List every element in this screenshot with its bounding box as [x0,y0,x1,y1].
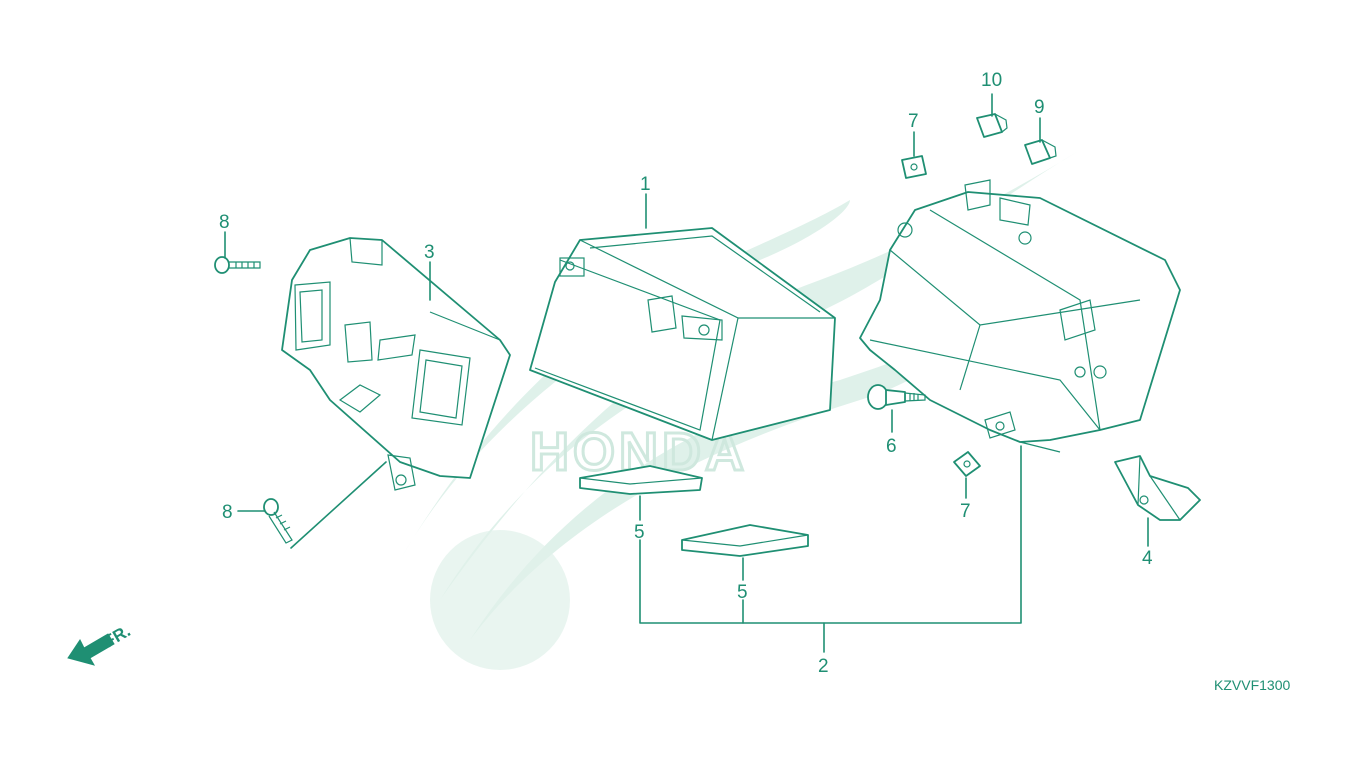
part-labels: 1 2 3 4 5 5 6 7 7 8 8 9 10 [219,70,1153,677]
part-10-fuse [976,113,1008,138]
label-part-7-lower: 7 [960,501,971,522]
part-6-bolt [867,384,926,410]
leader-lines [224,93,1149,653]
label-part-5-upper: 5 [634,522,645,543]
part-1-battery [529,227,836,441]
part-5-pad-lower [681,524,809,557]
front-direction-indicator: FR. [67,621,134,666]
part-7-clip-upper [901,155,927,179]
part-8-screw-upper [214,256,261,274]
part-5-pad-upper [579,465,703,495]
label-part-9: 9 [1034,97,1045,118]
label-part-2: 2 [818,656,829,677]
front-arrow-icon [67,633,115,666]
diagram-code: KZVVF1300 [1214,677,1290,693]
part-8-screw-lower [263,498,293,544]
label-part-6: 6 [886,436,897,457]
part-4-bracket [1114,455,1201,521]
part-9-fuse [1024,139,1057,165]
label-part-7-upper: 7 [908,111,919,132]
label-part-5-lower: 5 [737,582,748,603]
part-3-holder [281,237,511,491]
label-part-1: 1 [640,174,651,195]
part-2-battery-box [859,179,1181,453]
label-part-8-lower: 8 [222,502,233,523]
label-part-8-upper: 8 [219,212,230,233]
part-7-clip-lower [953,451,981,477]
label-part-4: 4 [1142,548,1153,569]
label-part-10: 10 [981,70,1002,91]
label-part-3: 3 [424,242,435,263]
